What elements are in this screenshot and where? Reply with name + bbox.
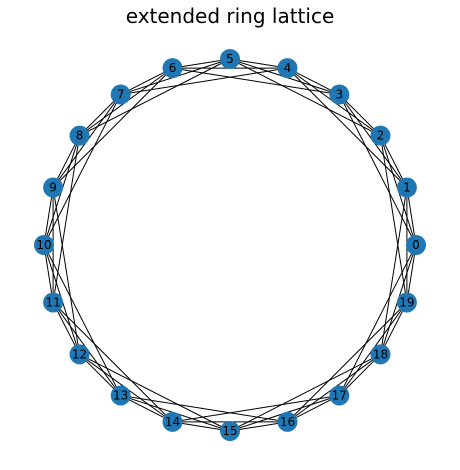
edge-10-13 [43,244,122,396]
node-circle [43,177,64,198]
node-2: 2 [370,125,391,146]
edge-13-16 [120,394,288,423]
node-13: 13 [110,385,131,406]
edge-3-6 [172,67,340,96]
node-circle [110,84,131,105]
edge-0-3 [338,94,417,246]
node-circle [69,125,90,146]
node-label: 0 [412,238,420,252]
edge-19-2 [379,135,408,303]
edge-17-0 [338,244,417,396]
node-label: 19 [399,295,414,309]
edge-15-18 [229,353,381,432]
node-circle [329,84,350,105]
edge-8-11 [52,135,81,303]
node-label: 17 [332,388,347,402]
node-10: 10 [34,235,54,255]
node-circle [277,411,298,432]
edge-4-7 [120,67,288,96]
node-label: 2 [377,129,385,143]
node-circle [69,344,90,365]
node-label: 9 [49,181,57,195]
node-circle [162,411,183,432]
node-circle [406,235,426,255]
node-circle [43,292,64,313]
node-circle [370,344,391,365]
edge-6-9 [52,67,173,188]
node-7: 7 [110,84,131,105]
node-label: 1 [403,181,411,195]
node-4: 4 [277,58,298,79]
node-circle [220,49,240,69]
node-circle [396,292,417,313]
node-circle [396,177,417,198]
edge-9-12 [52,187,81,355]
node-label: 10 [36,238,51,252]
node-label: 15 [222,424,237,438]
node-label: 8 [76,129,84,143]
node-1: 1 [396,177,417,198]
node-label: 11 [45,295,60,309]
node-3: 3 [329,84,350,105]
node-label: 18 [373,347,388,361]
node-label: 4 [284,61,292,75]
edge-1-4 [287,67,408,188]
node-circle [370,125,391,146]
node-18: 18 [370,344,391,365]
node-label: 14 [165,415,180,429]
node-17: 17 [329,385,350,406]
edge-7-10 [43,94,122,246]
edge-5-8 [79,58,231,137]
node-label: 5 [226,52,234,66]
node-0: 0 [406,235,426,255]
node-19: 19 [396,292,417,313]
edge-18-1 [379,187,408,355]
node-circle [34,235,54,255]
node-11: 11 [43,292,64,313]
node-label: 3 [336,88,344,102]
node-16: 16 [277,411,298,432]
edge-11-14 [52,302,173,423]
node-label: 12 [72,347,87,361]
edge-group [43,58,417,432]
node-label: 6 [169,61,177,75]
node-6: 6 [162,58,183,79]
node-15: 15 [220,421,240,441]
node-14: 14 [162,411,183,432]
node-label: 16 [280,415,295,429]
edge-2-5 [229,58,381,137]
node-circle [329,385,350,406]
edge-14-17 [172,394,340,423]
node-5: 5 [220,49,240,69]
node-label: 7 [117,88,125,102]
node-label: 13 [113,388,128,402]
node-12: 12 [69,344,90,365]
node-8: 8 [69,125,90,146]
node-circle [110,385,131,406]
node-9: 9 [43,177,64,198]
edge-12-15 [79,353,231,432]
node-circle [277,58,298,79]
edge-16-19 [287,302,408,423]
diagram-title: extended ring lattice [125,4,335,28]
node-circle [220,421,240,441]
node-circle [162,58,183,79]
